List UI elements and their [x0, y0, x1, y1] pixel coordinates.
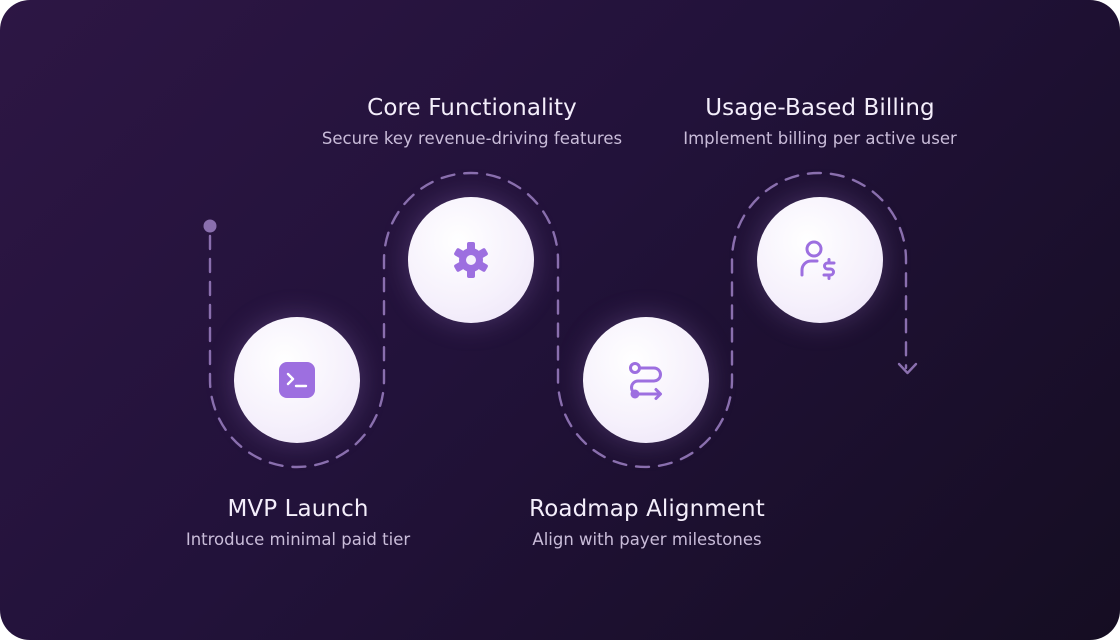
path-start-dot	[203, 219, 217, 233]
step-title: Usage-Based Billing	[705, 95, 935, 121]
step-title: Roadmap Alignment	[529, 496, 765, 522]
step-title: MVP Launch	[227, 496, 369, 522]
step-description: Introduce minimal paid tier	[185, 530, 411, 549]
step-node-mvp-launch	[234, 317, 360, 443]
step-title: Core Functionality	[367, 95, 577, 121]
step-label-roadmap-alignment: Roadmap Alignment Align with payer miles…	[467, 494, 827, 552]
path-end-arrow	[897, 362, 918, 375]
terminal-icon	[279, 362, 315, 398]
step-label-usage-based-billing: Usage-Based Billing Implement billing pe…	[640, 93, 1000, 151]
step-description: Align with payer milestones	[532, 530, 762, 549]
step-label-core-functionality: Core Functionality Secure key revenue-dr…	[292, 93, 652, 151]
step-node-core-functionality	[408, 197, 534, 323]
step-description: Secure key revenue-driving features	[321, 129, 623, 148]
step-node-usage-based-billing	[757, 197, 883, 323]
step-label-mvp-launch: MVP Launch Introduce minimal paid tier	[118, 494, 478, 552]
step-node-roadmap-alignment	[583, 317, 709, 443]
gear-icon	[454, 242, 488, 278]
step-description: Implement billing per active user	[683, 129, 957, 148]
route-icon	[629, 362, 662, 400]
user-dollar-icon	[800, 240, 836, 280]
